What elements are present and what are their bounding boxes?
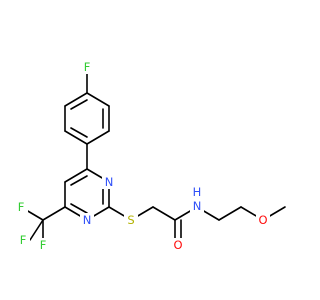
bond [64,168,88,183]
atom-label-s: S [127,213,134,227]
bond [29,219,44,241]
bond [42,206,66,221]
bond [218,206,242,221]
atom-label-nh: N [193,199,202,213]
bond [86,130,110,145]
atom-label-o-carbonyl: O [173,238,182,252]
atom-label-n-ring-upper: N [105,175,114,189]
atom-labels: F N N S O N H O F F F [14,60,270,252]
molecule-structure: F N N S O N H O F F F [14,60,286,252]
bond [70,99,88,110]
bond [70,203,88,214]
bond [70,175,88,186]
bond [152,206,176,221]
bonds [20,67,286,246]
bond [86,92,110,107]
bond [70,127,88,138]
atom-label-n-ring-lower: N [83,213,92,227]
atom-label-f-cf3-1: F [18,200,25,214]
atom-label-f-para: F [84,60,91,74]
atom-label-f-cf3-3: F [20,233,27,247]
atom-label-f-cf3-2: F [40,238,47,252]
atom-label-o-methoxy: O [258,213,267,227]
bond [64,130,88,145]
atom-label-h: H [193,185,202,199]
bond [64,92,88,107]
